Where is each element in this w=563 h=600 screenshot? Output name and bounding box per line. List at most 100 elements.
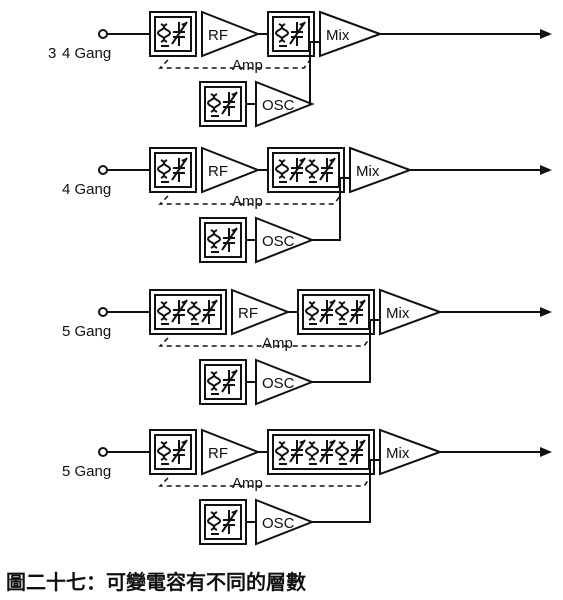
row-prefix: 3 bbox=[48, 45, 56, 62]
osc-tuned-box bbox=[199, 499, 247, 545]
interstage-tuned-box-frame bbox=[267, 429, 375, 475]
mixer-shape bbox=[379, 288, 443, 336]
mixer-shape bbox=[379, 428, 443, 476]
tuned-circuit-icon bbox=[305, 299, 336, 325]
oscillator: OSC bbox=[255, 80, 315, 128]
tuned-circuit-icon bbox=[305, 439, 336, 465]
osc-tuned-box bbox=[199, 359, 247, 405]
osc-feed-wire bbox=[312, 319, 380, 383]
tuned-circuit-icon bbox=[157, 439, 188, 465]
input-tuned-box-frame bbox=[149, 289, 227, 335]
rf-amp-shape bbox=[231, 288, 291, 336]
tuned-circuit-icon bbox=[207, 509, 238, 535]
rf-amp-shape bbox=[201, 146, 261, 194]
mixer: Mix bbox=[319, 10, 383, 58]
tuned-circuit-icon bbox=[275, 21, 306, 47]
interstage-tuned-box bbox=[297, 289, 375, 335]
tuned-circuit-icon bbox=[275, 157, 306, 183]
osc-feed-wire bbox=[312, 177, 350, 241]
tuned-circuit-icon bbox=[207, 91, 238, 117]
oscillator-label: OSC bbox=[262, 233, 295, 250]
rf-amp-label: RF bbox=[208, 163, 228, 180]
mixer-label: Mix bbox=[386, 305, 410, 322]
amp-label: Amp bbox=[232, 57, 263, 74]
tuned-circuit-icon bbox=[335, 299, 366, 325]
mixer-label: Mix bbox=[386, 445, 410, 462]
mixer: Mix bbox=[379, 288, 443, 336]
input-terminal bbox=[98, 447, 108, 457]
output-arrow-icon bbox=[540, 29, 552, 39]
input-tuned-box bbox=[149, 429, 197, 475]
amp-label: Amp bbox=[232, 193, 263, 210]
osc-tuned-box bbox=[199, 217, 247, 263]
interstage-tuned-box-frame bbox=[267, 147, 345, 193]
gang-link bbox=[158, 59, 311, 69]
tuned-circuit-icon bbox=[335, 439, 366, 465]
mixer: Mix bbox=[379, 428, 443, 476]
rf-amp: RF bbox=[231, 288, 291, 336]
tuned-circuit-icon bbox=[207, 369, 238, 395]
mixer-label: Mix bbox=[356, 163, 380, 180]
tuned-circuit-icon bbox=[187, 299, 218, 325]
gang-label: 4 Gang bbox=[62, 45, 111, 62]
input-tuned-box-frame bbox=[149, 11, 197, 57]
gang-label: 5 Gang bbox=[62, 323, 111, 340]
input-tuned-box bbox=[149, 11, 197, 57]
tuned-circuit-icon bbox=[207, 227, 238, 253]
osc-feed-wire bbox=[312, 459, 380, 523]
osc-tuned-box bbox=[199, 81, 247, 127]
oscillator: OSC bbox=[255, 498, 315, 546]
tuned-circuit-icon bbox=[275, 439, 306, 465]
input-terminal bbox=[98, 29, 108, 39]
mixer-shape bbox=[349, 146, 413, 194]
interstage-tuned-box bbox=[267, 429, 375, 475]
rf-amp-shape bbox=[201, 10, 261, 58]
oscillator-label: OSC bbox=[262, 515, 295, 532]
input-tuned-box bbox=[149, 147, 197, 193]
amp-label: Amp bbox=[232, 475, 263, 492]
figure-caption: 圖二十七：可變電容有不同的層數 bbox=[6, 570, 306, 594]
tuned-circuit-icon bbox=[157, 299, 188, 325]
gang-link bbox=[158, 337, 371, 347]
rf-amp: RF bbox=[201, 146, 261, 194]
interstage-tuned-box bbox=[267, 11, 315, 57]
interstage-tuned-box-frame bbox=[297, 289, 375, 335]
mixer-shape bbox=[319, 10, 383, 58]
rf-amp: RF bbox=[201, 428, 261, 476]
output-arrow-icon bbox=[540, 307, 552, 317]
oscillator-label: OSC bbox=[262, 375, 295, 392]
rf-amp-label: RF bbox=[208, 27, 228, 44]
rf-amp-shape bbox=[201, 428, 261, 476]
oscillator: OSC bbox=[255, 358, 315, 406]
rf-amp-label: RF bbox=[208, 445, 228, 462]
amp-label: Amp bbox=[262, 335, 293, 352]
osc-tuned-box-frame bbox=[199, 217, 247, 263]
oscillator: OSC bbox=[255, 216, 315, 264]
mixer-label: Mix bbox=[326, 27, 350, 44]
tuned-circuit-icon bbox=[305, 157, 336, 183]
input-terminal bbox=[98, 165, 108, 175]
osc-feed-wire bbox=[309, 41, 320, 105]
input-terminal bbox=[98, 307, 108, 317]
oscillator-label: OSC bbox=[262, 97, 295, 114]
gang-label: 4 Gang bbox=[62, 181, 111, 198]
osc-tuned-box-frame bbox=[199, 499, 247, 545]
gang-link bbox=[158, 477, 371, 487]
tuned-circuit-icon bbox=[157, 21, 188, 47]
output-arrow-icon bbox=[540, 165, 552, 175]
rf-amp-label: RF bbox=[238, 305, 258, 322]
interstage-tuned-box bbox=[267, 147, 345, 193]
rf-amp: RF bbox=[201, 10, 261, 58]
input-tuned-box-frame bbox=[149, 147, 197, 193]
tuned-circuit-icon bbox=[157, 157, 188, 183]
interstage-tuned-box-frame bbox=[267, 11, 315, 57]
gang-label: 5 Gang bbox=[62, 463, 111, 480]
osc-tuned-box-frame bbox=[199, 81, 247, 127]
gang-link bbox=[158, 195, 341, 205]
mixer: Mix bbox=[349, 146, 413, 194]
